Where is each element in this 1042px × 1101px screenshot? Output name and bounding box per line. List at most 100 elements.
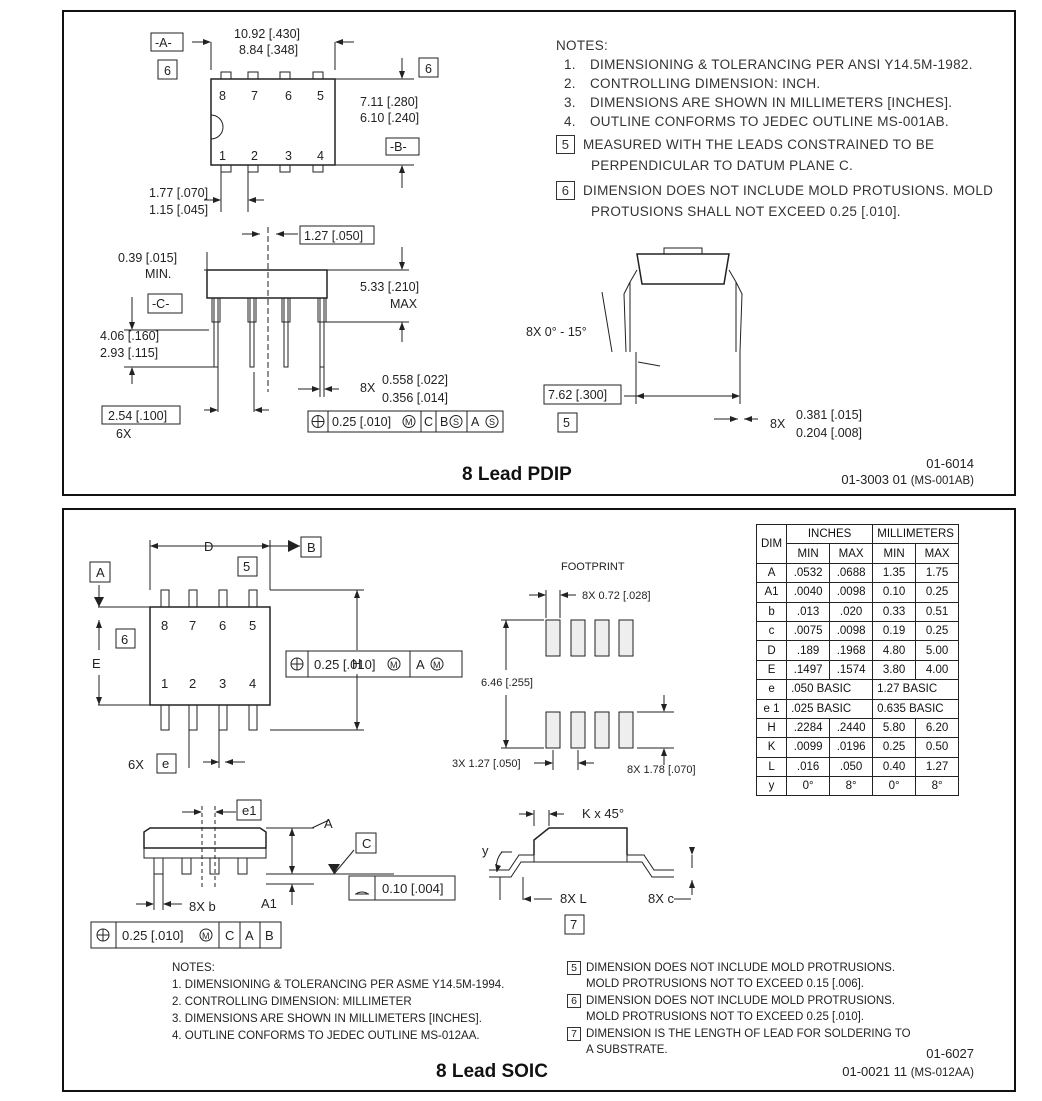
pdip-side-view — [124, 227, 409, 412]
pdip-datum-boxes — [101, 32, 622, 433]
dim-d: D — [204, 539, 213, 554]
pdip-title: 8 Lead PDIP — [462, 464, 572, 485]
pin-4: 4 — [249, 676, 256, 691]
fcf2-m: M — [202, 931, 210, 941]
pdip-note-4: 4.OUTLINE CONFORMS TO JEDEC OUTLINE MS-0… — [564, 114, 949, 129]
inches-header: INCHES — [786, 523, 874, 545]
lead-angle: 8X 0° - 15° — [526, 325, 587, 339]
shoulder-max: 1.77 [.070] — [149, 186, 208, 200]
height-max: MAX — [390, 297, 418, 311]
row-spacing: 7.62 [.300] — [548, 388, 607, 402]
shoulder-min: 1.15 [.045] — [149, 203, 208, 217]
six-x: 6X — [128, 757, 144, 772]
pdip-notes-heading: NOTES: — [556, 38, 609, 53]
soic-note-6-cont: MOLD PROTRUSIONS NOT TO EXCEED 0.25 [.01… — [586, 1010, 864, 1023]
e1-label: e1 — [242, 803, 256, 818]
eight-x-b: 8X b — [189, 899, 216, 914]
fcf-value: 0.25 [.010] — [332, 415, 391, 429]
datum-b: B — [307, 540, 316, 555]
length-min: 8.84 [.348] — [239, 43, 298, 57]
pdip-drawing-revision: 01-3003 01 (MS-001AB) — [841, 472, 974, 487]
note6-ref: 6 — [121, 632, 128, 647]
pin-4: 4 — [317, 149, 324, 163]
fcf-s: S — [453, 417, 459, 427]
pin-2: 2 — [189, 676, 196, 691]
fp-pitch: 3X 1.27 [.050] — [452, 758, 521, 770]
soic-note-5-cont: MOLD PROTRUSIONS NOT TO EXCEED 0.15 [.00… — [586, 977, 864, 990]
dim-h: H — [352, 656, 361, 671]
note7-ref: 7 — [570, 917, 577, 932]
lead-w-min: 0.356 [.014] — [382, 391, 448, 405]
pin-8: 8 — [219, 89, 226, 103]
fcf2-b: B — [265, 928, 274, 943]
six-x: 6X — [116, 427, 132, 441]
fp-width: 8X 0.72 [.028] — [582, 590, 651, 602]
pdip-notes: NOTES: 1.DIMENSIONING & TOLERANCING PER … — [556, 38, 993, 223]
fcf-s2: S — [489, 417, 495, 427]
lead-max: 4.06 [.160] — [100, 329, 159, 343]
footprint-label: FOOTPRINT — [561, 561, 625, 573]
datum-a: A — [96, 565, 105, 580]
pdip-end-view — [601, 247, 758, 420]
flatness-value: 0.10 [.004] — [382, 881, 443, 896]
dim-e: E — [92, 656, 101, 671]
pdip-note-3: 3.DIMENSIONS ARE SHOWN IN MILLIMETERS [I… — [564, 95, 953, 110]
pin-5: 5 — [249, 618, 256, 633]
soic-title: 8 Lead SOIC — [436, 1061, 548, 1082]
soic-note-3: 3. DIMENSIONS ARE SHOWN IN MILLIMETERS [… — [172, 1013, 482, 1025]
thick-8x: 8X — [770, 417, 786, 431]
pdip-drawing: -A- 6 6 10.92 [.430] 8.84 [.348] 7.11 [.… — [100, 27, 862, 441]
lead-min: 2.93 [.115] — [100, 346, 158, 360]
pin-3: 3 — [285, 149, 292, 163]
pin-1: 1 — [219, 149, 226, 163]
datum-a-label: -A- — [155, 36, 172, 50]
soic-notes: NOTES: 1. DIMENSIONING & TOLERANCING PER… — [172, 960, 504, 1045]
in-max-header: MAX — [829, 543, 874, 564]
fcf2-a: A — [245, 928, 254, 943]
soic-panel: D B 5 A 6 E H 8 7 6 5 1 2 3 4 0.25 [.010… — [62, 508, 1016, 1092]
mm-max-header: MAX — [915, 543, 960, 564]
pdip-top-view — [192, 41, 414, 212]
fcf2-value: 0.25 [.010] — [122, 928, 183, 943]
standoff-label: 0.39 [.015] — [118, 251, 177, 265]
soic-note-1: 1. DIMENSIONING & TOLERANCING PER ASME Y… — [172, 979, 505, 991]
pin-1: 1 — [161, 676, 168, 691]
note6-ref-b: 6 — [425, 62, 432, 76]
eight-x-c: 8X c — [648, 891, 675, 906]
y-angle: y — [482, 843, 489, 858]
fcf-value: 0.25 [.010] — [314, 657, 375, 672]
note6-ref-a: 6 — [164, 64, 171, 78]
fcf-am: M — [433, 660, 441, 670]
thick-min: 0.204 [.008] — [796, 426, 862, 440]
thick-max: 0.381 [.015] — [796, 408, 862, 422]
soic-note-4: 4. OUTLINE CONFORMS TO JEDEC OUTLINE MS-… — [172, 1030, 480, 1042]
datum-b-label: -B- — [390, 140, 407, 154]
pin-6: 6 — [285, 89, 292, 103]
soic-end-view — [489, 810, 693, 900]
length-max: 10.92 [.430] — [234, 27, 300, 41]
lead-w-max: 0.558 [.022] — [382, 373, 448, 387]
soic-note-7-cont: A SUBSTRATE. — [586, 1043, 668, 1056]
width-max: 7.11 [.280] — [360, 95, 418, 109]
soic-top-view — [98, 540, 364, 768]
soic-drawing: D B 5 A 6 E H 8 7 6 5 1 2 3 4 0.25 [.010… — [89, 536, 696, 949]
fcf-a: A — [416, 657, 425, 672]
width-min: 6.10 [.240] — [360, 111, 419, 125]
eight-x-l: 8X L — [560, 891, 587, 906]
height-label: 5.33 [.210] — [360, 280, 419, 294]
fcf-c: C — [424, 415, 433, 429]
